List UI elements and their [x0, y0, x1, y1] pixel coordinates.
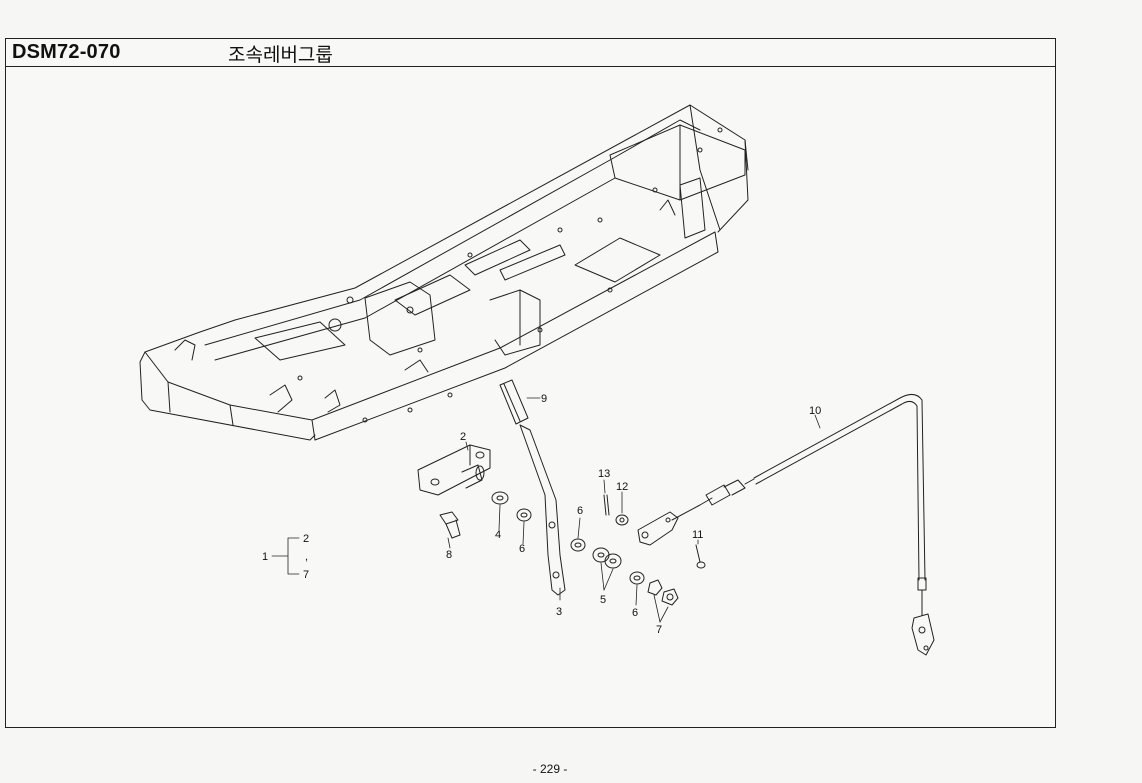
callout-5: 5 — [600, 594, 606, 606]
washer-5a — [593, 548, 609, 562]
lever-grip — [500, 380, 528, 424]
callout-7: 7 — [656, 624, 662, 636]
throttle-cable — [672, 394, 934, 655]
callout-12: 12 — [616, 481, 628, 493]
callout-1: 1 — [262, 551, 268, 563]
washer-6b — [571, 539, 585, 551]
nut-7a — [648, 580, 662, 595]
chassis-frame — [140, 105, 748, 440]
callout-1-range-tick: , — [305, 551, 308, 563]
washer-6a — [517, 509, 531, 521]
split-pin — [604, 495, 609, 515]
leader-lines — [271, 397, 821, 623]
callout-9: 9 — [541, 393, 547, 405]
washer-12 — [616, 515, 628, 525]
parts-sheet: DSM72-070 조속레버그룹 — [5, 38, 1056, 728]
lever-bracket — [418, 445, 490, 495]
sheet-header: DSM72-070 조속레버그룹 — [6, 39, 1055, 67]
callout-6-c: 6 — [632, 607, 638, 619]
washer-5b — [605, 554, 621, 568]
callout-4: 4 — [495, 529, 501, 541]
cable-clevis — [638, 512, 678, 545]
part-group-title: 조속레버그룹 — [228, 44, 333, 66]
washer-4 — [492, 492, 508, 504]
speed-lever-arm — [520, 425, 565, 595]
callout-6-b: 6 — [577, 505, 583, 517]
washer-6c — [630, 572, 644, 584]
callout-10: 10 — [809, 405, 821, 417]
nut-7b — [662, 589, 678, 605]
callout-11: 11 — [692, 529, 703, 541]
bolt — [440, 512, 460, 538]
clevis-pin — [696, 545, 705, 568]
page-number: - 229 - — [532, 762, 568, 776]
callout-13: 13 — [598, 468, 610, 480]
callout-1-range-end: 7 — [303, 569, 309, 581]
part-group-code: DSM72-070 — [12, 41, 121, 63]
callout-3: 3 — [556, 606, 562, 618]
callout-8: 8 — [446, 549, 452, 561]
callout-2: 2 — [460, 431, 466, 443]
callout-1-range-start: 2 — [303, 533, 309, 545]
callout-6-a: 6 — [519, 543, 525, 555]
